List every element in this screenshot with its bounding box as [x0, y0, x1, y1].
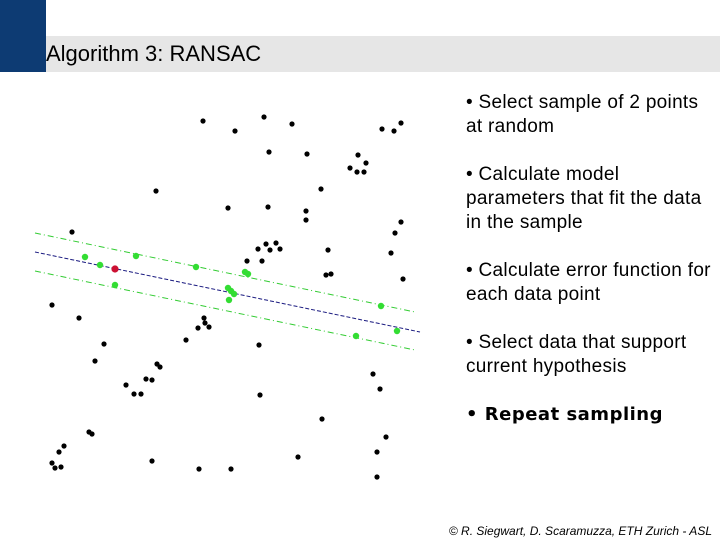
- outlier-point: [323, 272, 329, 278]
- outlier-point: [398, 120, 404, 126]
- outlier-point: [263, 241, 269, 247]
- inlier-point: [230, 290, 238, 298]
- outlier-point: [383, 434, 389, 440]
- outlier-point: [392, 230, 398, 236]
- outlier-point: [266, 149, 272, 155]
- outlier-point: [200, 118, 206, 124]
- outlier-point: [363, 160, 369, 166]
- inlier-point: [377, 302, 385, 310]
- outlier-point: [318, 186, 324, 192]
- inlier-point: [81, 253, 89, 261]
- outlier-point: [206, 324, 212, 330]
- outlier-point: [259, 258, 265, 264]
- outlier-point: [377, 386, 383, 392]
- outlier-point: [202, 320, 208, 326]
- outlier-point: [265, 204, 271, 210]
- outlier-point: [149, 377, 155, 383]
- outlier-point: [123, 382, 129, 388]
- outlier-point: [101, 341, 107, 347]
- outlier-point: [52, 465, 58, 471]
- outlier-point: [325, 247, 331, 253]
- outlier-point: [49, 460, 55, 466]
- threshold-line-upper: [34, 232, 416, 313]
- outlier-point: [149, 458, 155, 464]
- sample-points: [111, 265, 119, 273]
- inlier-point: [192, 263, 200, 271]
- algorithm-steps: • Select sample of 2 points at random • …: [466, 91, 716, 451]
- outlier-point: [89, 431, 95, 437]
- outlier-point: [92, 358, 98, 364]
- outlier-point: [244, 258, 250, 264]
- slide-title: Algorithm 3: RANSAC: [46, 41, 262, 66]
- outlier-point: [58, 464, 64, 470]
- outlier-point: [225, 205, 231, 211]
- inlier-point: [352, 332, 360, 340]
- ransac-diagram: [34, 114, 421, 480]
- outlier-point: [328, 271, 334, 277]
- inlier-point: [244, 270, 252, 278]
- outlier-point: [196, 466, 202, 472]
- outlier-point: [304, 151, 310, 157]
- outlier-point: [255, 246, 261, 252]
- outlier-points: [49, 114, 406, 480]
- outlier-point: [157, 364, 163, 370]
- inlier-point: [132, 252, 140, 260]
- inlier-point: [393, 327, 401, 335]
- model-line: [34, 251, 421, 333]
- outlier-point: [398, 219, 404, 225]
- outlier-point: [277, 246, 283, 252]
- outlier-point: [228, 466, 234, 472]
- inlier-point: [111, 281, 119, 289]
- step-5: • Repeat sampling: [466, 404, 663, 425]
- outlier-point: [347, 165, 353, 171]
- step-1: • Select sample of 2 points at random: [466, 92, 699, 137]
- outlier-point: [256, 342, 262, 348]
- outlier-point: [354, 169, 360, 175]
- outlier-point: [370, 371, 376, 377]
- outlier-point: [374, 449, 380, 455]
- outlier-point: [303, 217, 309, 223]
- outlier-point: [61, 443, 67, 449]
- outlier-point: [131, 391, 137, 397]
- outlier-point: [319, 416, 325, 422]
- inlier-points: [81, 252, 401, 340]
- step-4: • Select data that support current hypot…: [466, 332, 687, 377]
- copyright-footer: © R. Siegwart, D. Scaramuzza, ETH Zurich…: [448, 524, 712, 538]
- outlier-point: [69, 229, 75, 235]
- outlier-point: [289, 121, 295, 127]
- outlier-point: [295, 454, 301, 460]
- outlier-point: [361, 169, 367, 175]
- outlier-point: [379, 126, 385, 132]
- sample-point: [111, 265, 119, 273]
- outlier-point: [183, 337, 189, 343]
- outlier-point: [267, 247, 273, 253]
- outlier-point: [143, 376, 149, 382]
- outlier-point: [232, 128, 238, 134]
- outlier-point: [400, 276, 406, 282]
- step-2: • Calculate model parameters that fit th…: [466, 164, 702, 233]
- outlier-point: [56, 449, 62, 455]
- outlier-point: [273, 240, 279, 246]
- inlier-point: [96, 261, 104, 269]
- inlier-point: [225, 296, 233, 304]
- outlier-point: [153, 188, 159, 194]
- header-logo-block: [0, 0, 46, 72]
- title-bar: [46, 36, 720, 72]
- outlier-point: [261, 114, 267, 120]
- outlier-point: [257, 392, 263, 398]
- outlier-point: [76, 315, 82, 321]
- outlier-point: [355, 152, 361, 158]
- outlier-point: [391, 128, 397, 134]
- outlier-point: [195, 325, 201, 331]
- outlier-point: [374, 474, 380, 480]
- outlier-point: [388, 250, 394, 256]
- outlier-point: [138, 391, 144, 397]
- outlier-point: [201, 315, 207, 321]
- outlier-point: [303, 208, 309, 214]
- outlier-point: [49, 302, 55, 308]
- step-3: • Calculate error function for each data…: [466, 260, 711, 305]
